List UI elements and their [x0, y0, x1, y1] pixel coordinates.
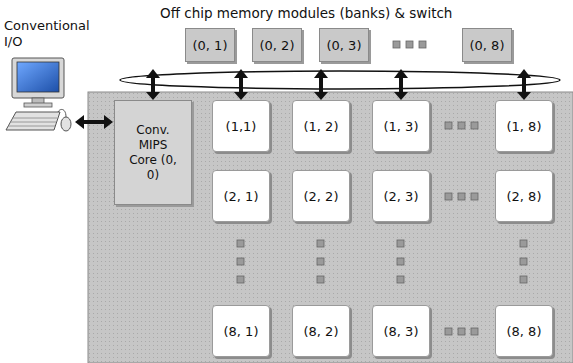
tile-box: (1, 8) — [495, 100, 553, 152]
bus-arrows — [146, 69, 531, 100]
tile-box: (2, 1) — [212, 170, 270, 222]
box-text: Conv. MIPS Core (0, 0) — [125, 123, 181, 183]
box-text: (2, 1) — [224, 189, 259, 204]
box-text: (8, 8) — [507, 324, 542, 339]
box-text: (8, 3) — [384, 324, 419, 339]
mips-core: Conv. MIPS Core (0, 0) — [114, 100, 192, 205]
tile-box: (1,1) — [212, 100, 270, 152]
box-text: (0, 1) — [193, 38, 228, 53]
box-text: (8, 1) — [224, 324, 259, 339]
box-text: (1,1) — [226, 119, 257, 134]
box-text: (2, 3) — [384, 189, 419, 204]
box-text: (2, 8) — [507, 189, 542, 204]
box-text: (0, 8) — [470, 38, 505, 53]
chip-region — [88, 92, 573, 363]
tile-box: (8, 2) — [292, 305, 350, 357]
tile-box: (1, 2) — [292, 100, 350, 152]
memory-bank: (0, 1) — [185, 28, 235, 62]
tile-box: (2, 8) — [495, 170, 553, 222]
tile-box: (2, 2) — [292, 170, 350, 222]
tile-box: (8, 1) — [212, 305, 270, 357]
memory-heading: Off chip memory modules (banks) & switch — [160, 5, 452, 21]
box-text: (2, 2) — [304, 189, 339, 204]
tile-box: (2, 3) — [372, 170, 430, 222]
tile-box: (8, 3) — [372, 305, 430, 357]
io-label: Conventional I/O — [4, 18, 96, 51]
box-text: (1, 8) — [507, 119, 542, 134]
memory-bank: (0, 8) — [462, 28, 512, 62]
memory-bank: (0, 2) — [252, 28, 302, 62]
box-text: (0, 3) — [327, 38, 362, 53]
box-text: (1, 3) — [384, 119, 419, 134]
io-arrow — [75, 115, 113, 129]
tile-box: (1, 3) — [372, 100, 430, 152]
box-text: (1, 2) — [304, 119, 339, 134]
tile-box: (8, 8) — [495, 305, 553, 357]
memory-bank: (0, 3) — [319, 28, 369, 62]
ellipsis-squares — [237, 41, 527, 335]
box-text: (0, 2) — [260, 38, 295, 53]
box-text: (8, 2) — [304, 324, 339, 339]
switch-ring — [120, 71, 560, 89]
computer-icon — [6, 58, 71, 131]
